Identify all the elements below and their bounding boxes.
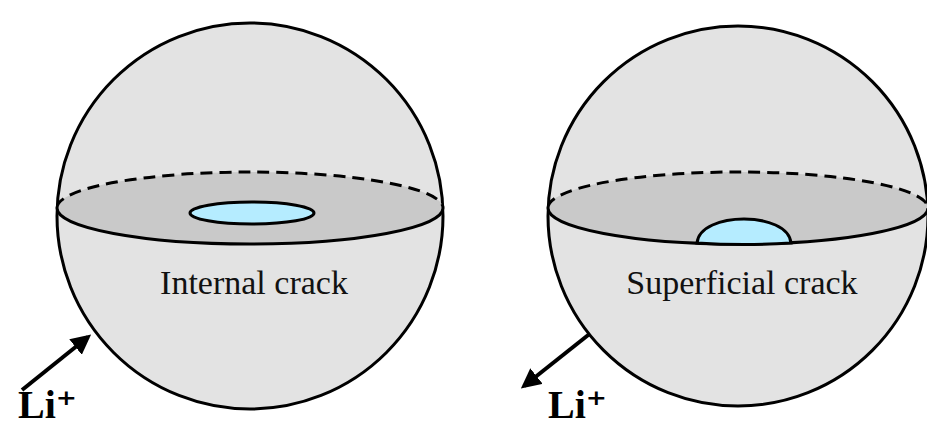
equator-back bbox=[548, 172, 927, 208]
sphere-outline bbox=[55, 21, 445, 411]
equator-plane bbox=[548, 172, 927, 244]
sphere-caption: Superficial crack bbox=[626, 264, 857, 302]
sphere bbox=[57, 23, 443, 409]
particle-sphere: Superficial crack bbox=[546, 24, 927, 408]
outward-arrow bbox=[524, 332, 592, 386]
particle-sphere: Internal crack bbox=[55, 21, 445, 411]
ion-label: Li⁺ bbox=[548, 380, 607, 428]
sphere-caption: Internal crack bbox=[160, 264, 348, 302]
internal-crack bbox=[190, 202, 314, 224]
sphere-outline bbox=[546, 24, 927, 408]
equator-plane bbox=[57, 172, 443, 244]
sphere bbox=[548, 26, 927, 406]
ion-label: Li⁺ bbox=[18, 380, 77, 428]
surface-crack bbox=[697, 219, 791, 245]
equator-front bbox=[548, 208, 927, 244]
